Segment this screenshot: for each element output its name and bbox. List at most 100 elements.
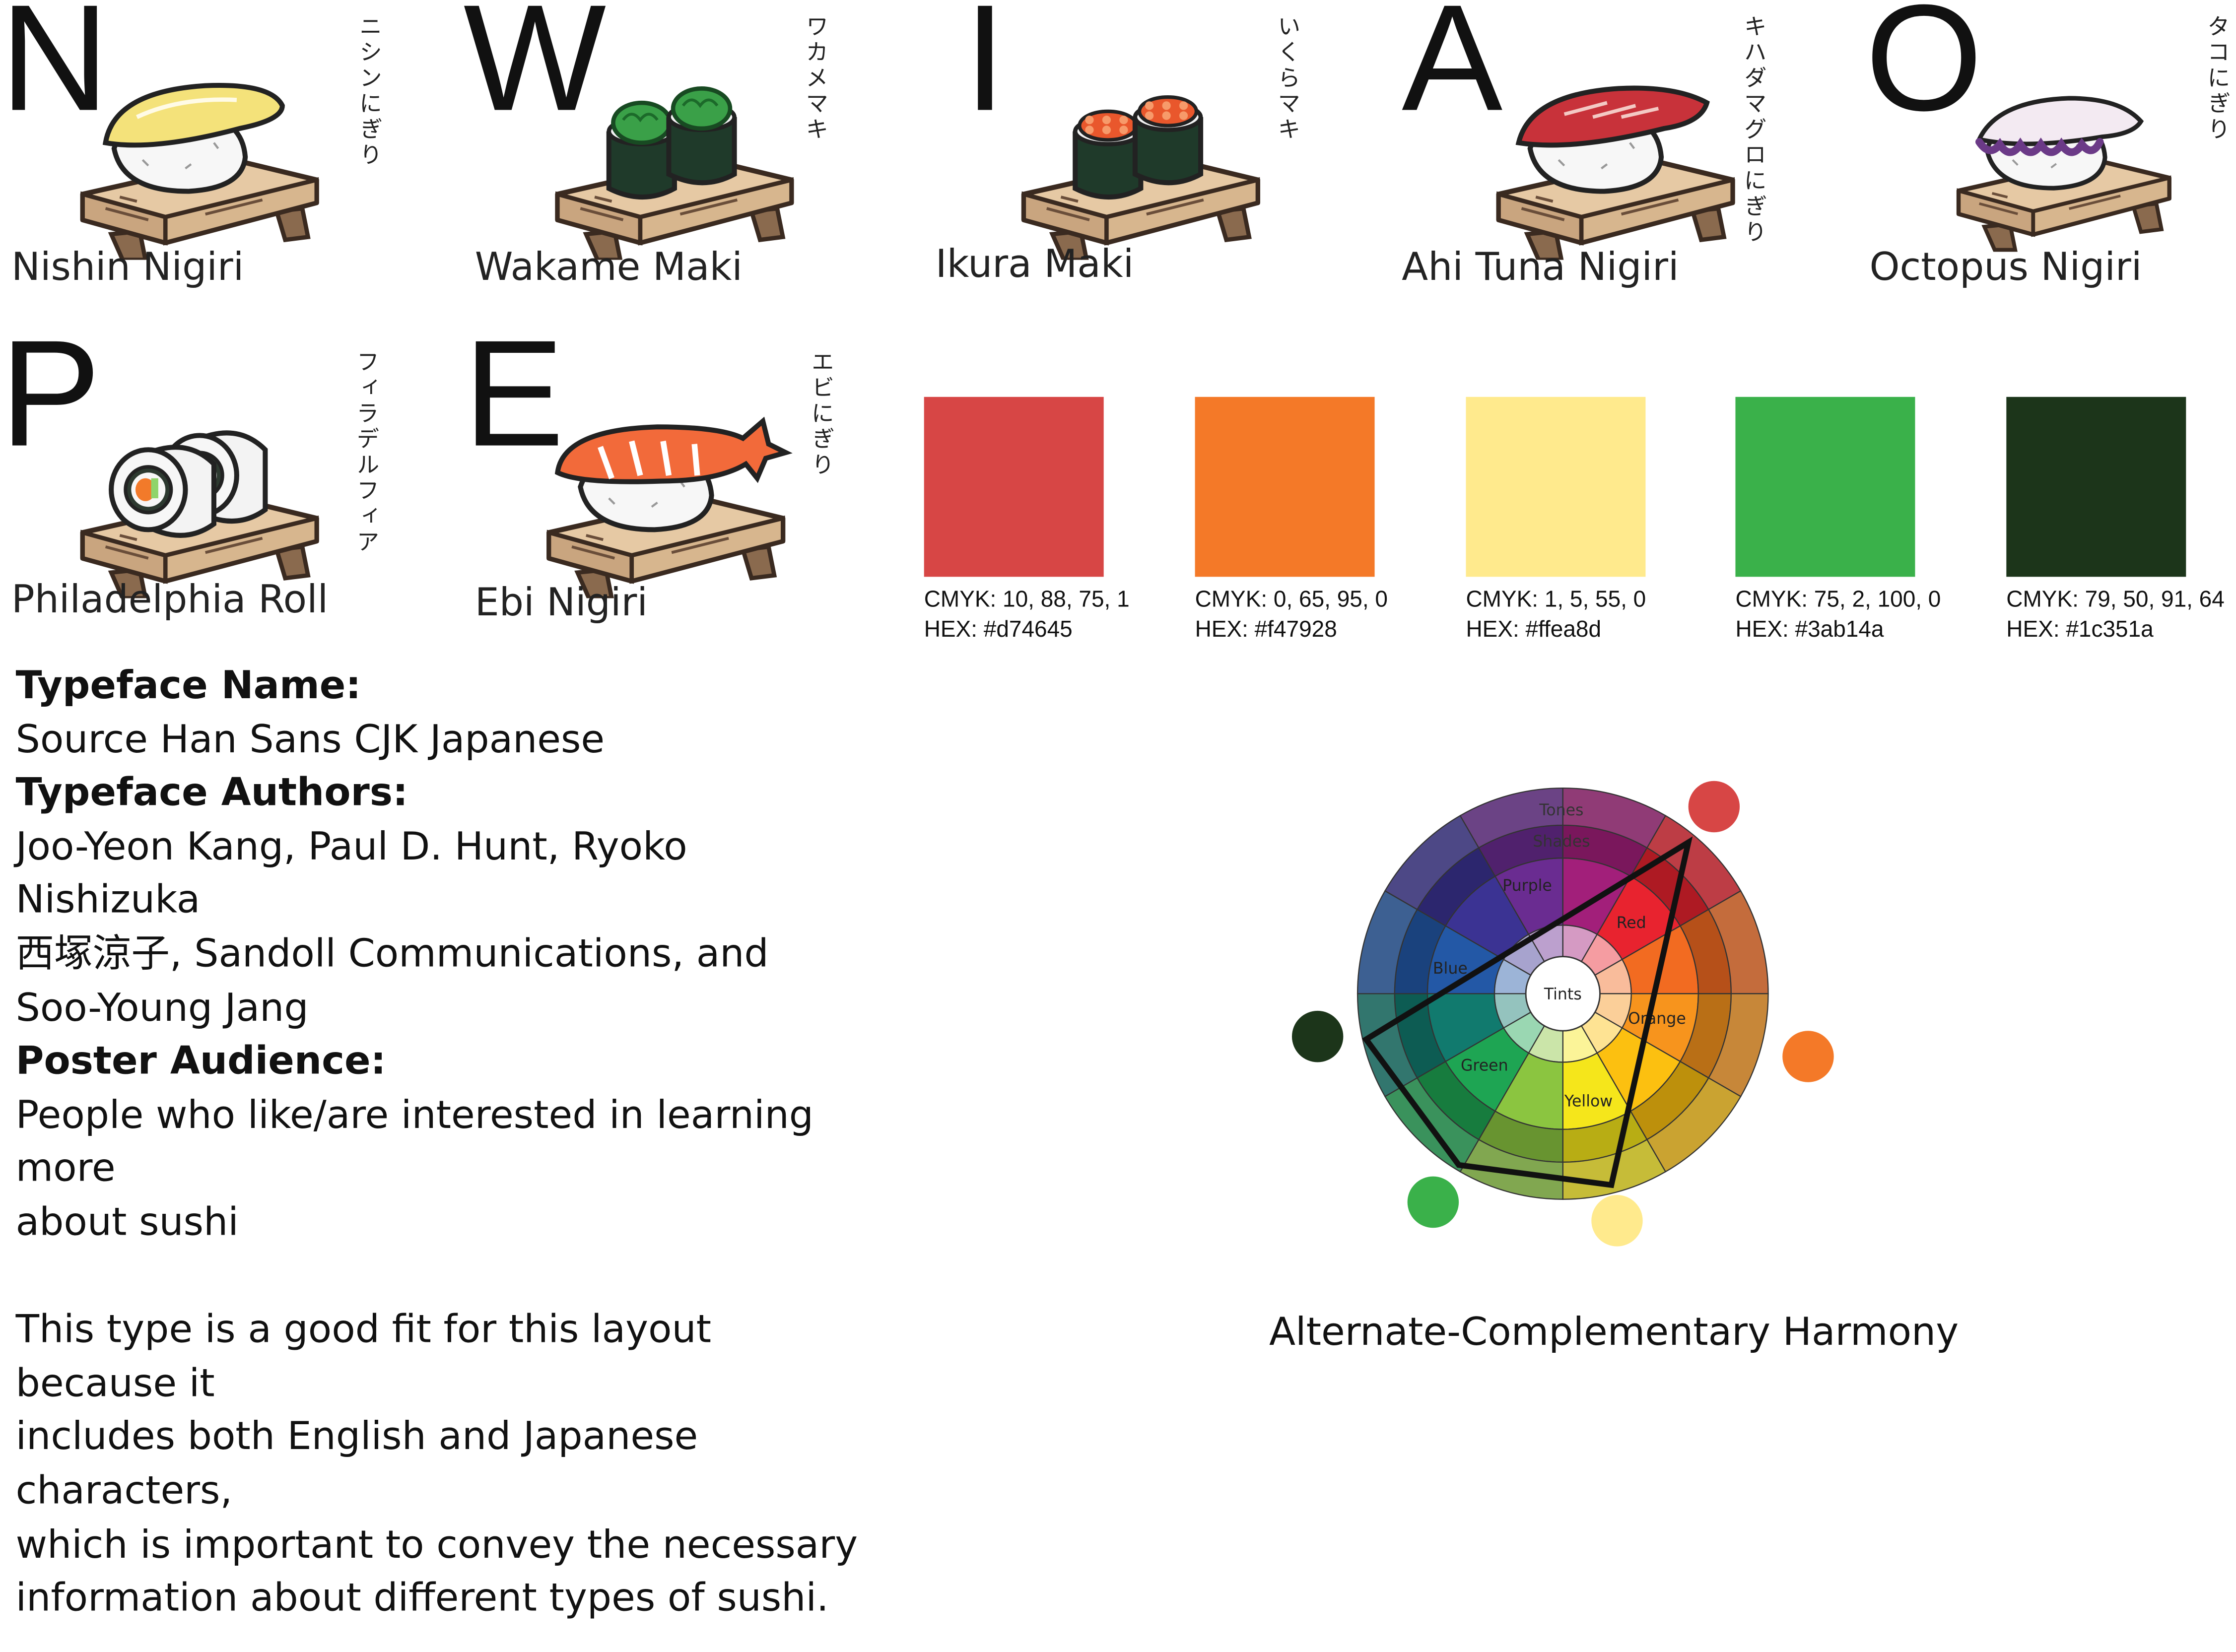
fit-explanation-line: which is important to convey the necessa…	[15, 1522, 858, 1567]
wakame-topping	[611, 100, 673, 145]
typeface-name-heading: Typeface Name:	[15, 663, 361, 708]
octopus-tentacle	[1975, 137, 2104, 156]
sushi-japanese-name: ワカメマキ	[801, 14, 829, 143]
sushi-card-octopus: O タコにぎり Octopus Nigiri	[1858, 0, 2236, 307]
ikura-topping	[1078, 109, 1139, 142]
color-wheel: Tints Tones Shades Purple Red Blue Orang…	[1291, 781, 1834, 1247]
sushi-japanese-name: フィラデルフィア	[352, 349, 380, 556]
philadelphia-roll-illustration	[80, 430, 319, 598]
board-side	[163, 515, 319, 584]
roe-highlight	[1119, 126, 1128, 134]
color-swatch	[2006, 396, 2186, 577]
sushi-card-ebi: E エビにぎり Ebi Nigiri	[464, 319, 920, 643]
roe-highlight	[1102, 116, 1111, 125]
ikura-maki-illustration	[1021, 95, 1261, 260]
roe-highlight	[1085, 116, 1094, 125]
color-swatch	[1466, 396, 1646, 577]
poster-audience-line: about sushi	[15, 1200, 239, 1245]
swatch-hex: HEX: #f47928	[1195, 618, 1337, 643]
roe-highlight	[1179, 101, 1188, 110]
octopus-nigiri-illustration	[1956, 96, 2171, 252]
fit-explanation-line: This type is a good fit for this layout …	[15, 1308, 712, 1406]
sushi-name: Octopus Nigiri	[1869, 245, 2142, 290]
sushi-letter: A	[1402, 0, 1503, 143]
typeface-authors-heading: Typeface Authors:	[15, 771, 408, 816]
sushi-name: Ahi Tuna Nigiri	[1402, 245, 1679, 290]
typeface-authors-line: Joo-Yeon Kang, Paul D. Hunt, Ryoko Nishi…	[15, 825, 687, 923]
wheel-label-green: Green	[1461, 1057, 1508, 1075]
rice-texture	[1558, 142, 1635, 170]
sushi-card-wakame: W ワカメマキ Wakame Maki	[464, 0, 920, 307]
sushi-card-philadelphia: P フィラデルフィア Philadelphia Roll	[0, 319, 456, 643]
wakame-texture	[622, 113, 659, 123]
harmony-dot-red	[1688, 781, 1740, 833]
swatch-cmyk: CMYK: 79, 50, 91, 64	[2006, 588, 2225, 613]
swatch-cmyk: CMYK: 1, 5, 55, 0	[1466, 588, 1646, 613]
sushi-letter: P	[0, 310, 101, 478]
swatch-info: CMYK: 0, 65, 95, 0 HEX: #f47928	[1195, 586, 1388, 646]
fit-explanation-line: information about different types of sus…	[15, 1576, 829, 1621]
herring-topping	[102, 82, 285, 148]
sushi-name: Ikura Maki	[935, 243, 1134, 287]
sushi-japanese-name: エビにぎり	[807, 349, 834, 478]
swatch-cmyk: CMYK: 75, 2, 100, 0	[1735, 588, 1941, 613]
swatch-info: CMYK: 10, 88, 75, 1 HEX: #d74645	[924, 586, 1130, 646]
shrimp-topping	[554, 416, 793, 484]
wakame-maki-illustration	[555, 86, 794, 260]
wheel-label-purple: Purple	[1502, 877, 1552, 895]
board-grain	[105, 534, 263, 560]
sushi-letter: W	[463, 0, 607, 143]
board-side	[1579, 177, 1735, 246]
roe-highlight	[1162, 101, 1171, 110]
sushi-name: Wakame Maki	[474, 245, 743, 290]
nori-wrap	[606, 131, 677, 200]
octopus-topping	[1976, 96, 2144, 146]
swatch-cmyk: CMYK: 0, 65, 95, 0	[1195, 588, 1388, 613]
roe-highlight	[1179, 111, 1188, 120]
nori-wrap	[1132, 117, 1204, 186]
swatch-info: CMYK: 1, 5, 55, 0 HEX: #ffea8d	[1466, 586, 1646, 646]
sushi-name: Nishin Nigiri	[11, 245, 244, 290]
roe-highlight	[1145, 111, 1154, 120]
spacer	[16, 1250, 872, 1304]
typeface-name: Source Han Sans CJK Japanese	[15, 717, 605, 762]
roe-highlight	[1102, 126, 1111, 134]
rice-texture	[141, 142, 219, 170]
wheel-label-tints: Tints	[1544, 986, 1582, 1003]
sushi-name: Philadelphia Roll	[11, 578, 329, 623]
harmony-dot-yellow	[1591, 1195, 1643, 1247]
sushi-japanese-name: ニシンにぎり	[355, 14, 382, 169]
wakame-texture	[681, 98, 719, 108]
ebi-nigiri-illustration	[546, 416, 793, 598]
nori-wrap	[666, 117, 737, 186]
roe-highlight	[1162, 111, 1171, 120]
sushi-letter: O	[1865, 0, 1983, 143]
swatch-cmyk: CMYK: 10, 88, 75, 1	[924, 588, 1130, 613]
harmony-label: Alternate-Complementary Harmony	[1269, 1311, 1959, 1355]
tuna-topping	[1515, 85, 1710, 148]
board-side	[638, 177, 794, 246]
typeface-authors-line: Soo-Young Jang	[15, 986, 309, 1030]
ikura-topping	[1137, 95, 1199, 128]
wheel-label-tones: Tones	[1539, 801, 1583, 819]
typeface-info: Typeface Name: Source Han Sans CJK Japan…	[16, 660, 872, 1626]
cucumber-filling	[151, 478, 158, 499]
board-grain	[1979, 192, 2121, 215]
swatch-hex: HEX: #3ab14a	[1735, 618, 1884, 643]
color-swatch	[924, 396, 1104, 577]
sushi-japanese-name: いくらマキ	[1273, 14, 1301, 143]
poster-audience-line: People who like/are interested in learni…	[15, 1093, 814, 1191]
color-swatch	[1735, 396, 1915, 577]
board-grain	[580, 196, 738, 221]
sushi-letter: E	[463, 310, 564, 478]
sushi-letter: I	[964, 0, 1006, 143]
board-side	[163, 177, 319, 246]
swatch-info: CMYK: 75, 2, 100, 0 HEX: #3ab14a	[1735, 586, 1941, 646]
wheel-label-orange: Orange	[1628, 1010, 1686, 1028]
board-side	[2031, 175, 2171, 237]
topping-highlight	[136, 97, 237, 119]
wheel-label-shades: Shades	[1533, 833, 1590, 851]
wheel-label-yellow: Yellow	[1564, 1093, 1613, 1111]
sushi-name: Ebi Nigiri	[474, 581, 648, 626]
